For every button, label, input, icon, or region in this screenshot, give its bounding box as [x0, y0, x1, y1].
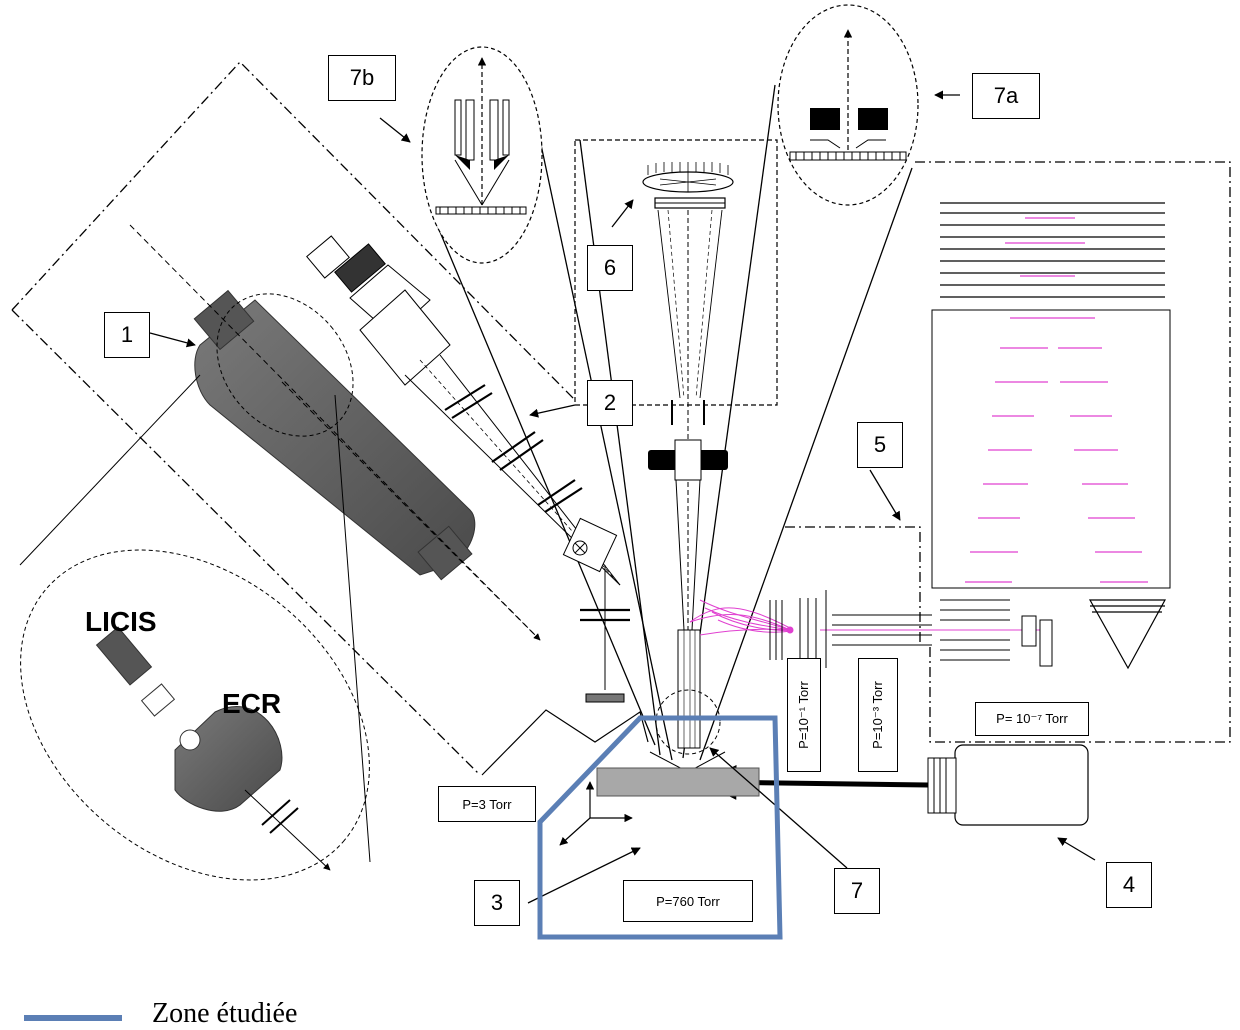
legend-label: Zone étudiée	[152, 998, 298, 1029]
label-2: 2	[587, 380, 633, 426]
pressure-1e1-label: P=10⁻¹ Torr	[787, 658, 821, 772]
source-ellipse	[19, 374, 371, 881]
label-6: 6	[587, 245, 633, 291]
licis-label: LICIS	[85, 606, 157, 637]
ion-trajectories	[689, 599, 1040, 636]
deflector	[562, 517, 625, 703]
ion-source-1	[129, 224, 541, 641]
pressure-3-label: P=3 Torr	[438, 786, 536, 822]
label-7b: 7b	[328, 55, 396, 101]
stage-axes	[559, 781, 633, 846]
source-optics	[306, 235, 621, 586]
laser-4	[701, 744, 1089, 826]
detail-7b	[421, 46, 543, 264]
label-4: 4	[1106, 862, 1152, 908]
label-7a: 7a	[972, 73, 1040, 119]
pressure-step	[481, 709, 649, 776]
detail-7a	[777, 4, 919, 206]
spectrometer-frame	[785, 161, 1231, 743]
sample-plate	[596, 767, 760, 797]
frame-6	[574, 139, 778, 406]
pressure-1e1-text: P=10⁻¹ Torr	[796, 681, 811, 749]
label-1: 1	[104, 312, 150, 358]
pressure-1e3-label: P=10⁻³ Torr	[858, 658, 898, 772]
pressure-1e3-text: P=10⁻³ Torr	[870, 681, 885, 749]
label-5: 5	[857, 422, 903, 468]
ecr-label: ECR	[222, 688, 282, 719]
spectrometer-magenta-bars	[965, 217, 1148, 583]
label-3: 3	[474, 880, 520, 926]
zoom-lines	[434, 84, 913, 761]
study-zone-outline	[537, 715, 783, 940]
pressure-760-label: P=760 Torr	[623, 880, 753, 922]
label-7: 7	[834, 868, 880, 914]
pressure-1e7-label: P= 10⁻⁷ Torr	[975, 702, 1089, 736]
spectrometer-rails	[769, 590, 1053, 668]
spectrometer-stack	[931, 202, 1171, 670]
